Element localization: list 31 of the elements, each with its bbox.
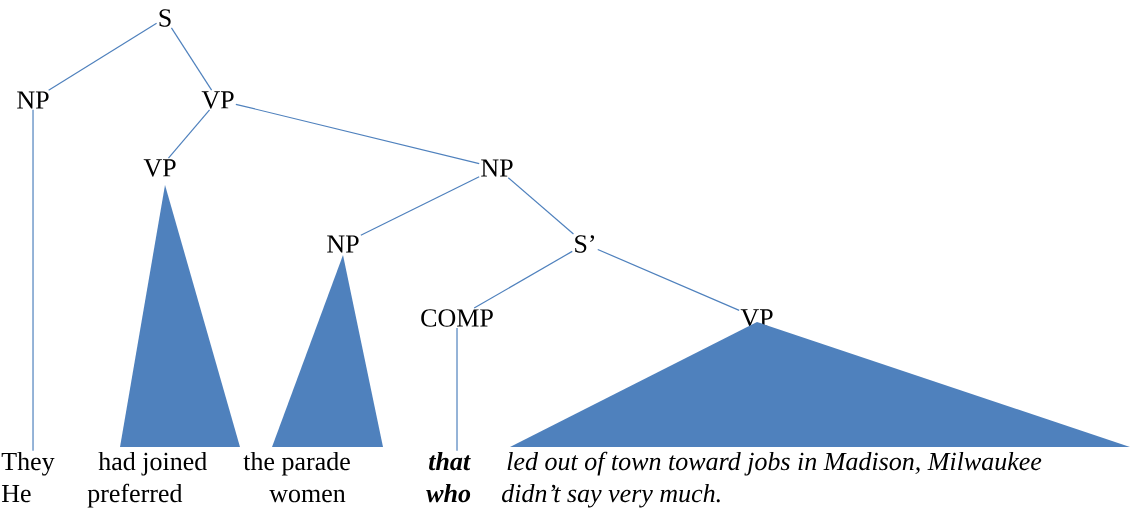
branch-line bbox=[507, 177, 575, 235]
tree-label: S bbox=[159, 9, 171, 27]
branch-line bbox=[170, 27, 213, 91]
branch-line bbox=[456, 327, 458, 452]
triangle bbox=[120, 185, 240, 447]
branch-line bbox=[167, 109, 211, 159]
word: had joined bbox=[98, 451, 207, 476]
tree-label: S’ bbox=[575, 235, 595, 253]
branch-line bbox=[32, 109, 34, 452]
branch-line bbox=[360, 176, 480, 236]
word: He bbox=[1, 484, 31, 503]
word: the parade bbox=[243, 451, 350, 476]
word: They bbox=[1, 451, 55, 476]
tree-label: COMP bbox=[421, 309, 493, 327]
triangle bbox=[272, 255, 383, 447]
word: preferred bbox=[87, 483, 183, 508]
tree-label: VP bbox=[201, 91, 234, 109]
branch-line bbox=[473, 250, 573, 309]
branch-line bbox=[235, 103, 480, 165]
tree-label: VP bbox=[740, 309, 773, 327]
tree-label: NP bbox=[17, 91, 49, 109]
tree-label: VP bbox=[143, 159, 176, 177]
word: led out of town toward jobs in Madison, Milwaukee bbox=[507, 451, 1042, 476]
word: that bbox=[429, 451, 471, 471]
word: who bbox=[426, 483, 471, 503]
tree-label: NP bbox=[327, 235, 359, 253]
word: women bbox=[269, 489, 346, 503]
word: didn’t say very much. bbox=[502, 483, 720, 508]
branch-line bbox=[48, 22, 158, 91]
branch-line bbox=[597, 248, 740, 311]
tree-label: NP bbox=[481, 159, 513, 177]
